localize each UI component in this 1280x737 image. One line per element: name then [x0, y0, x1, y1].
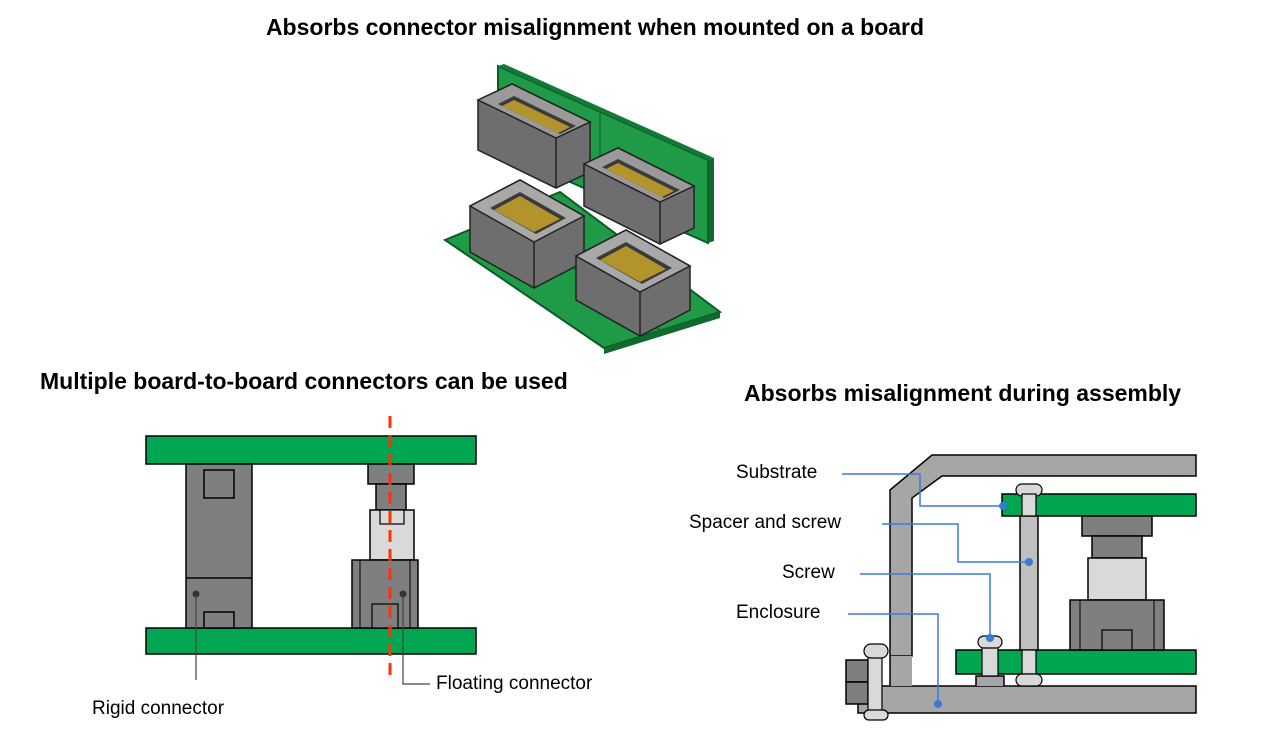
- screw-leader: [860, 573, 991, 638]
- spacer-and-screw-label: Spacer and screw: [689, 512, 842, 533]
- board-to-board-diagram: [145, 416, 477, 685]
- rigid-connector: [185, 463, 253, 629]
- left-section-title: Multiple board-to-board connectors can b…: [40, 368, 568, 394]
- substrate-label: Substrate: [736, 462, 818, 483]
- short-screw: [981, 645, 999, 677]
- assembly-floating-connector: [1069, 515, 1165, 651]
- connector-3d-illustration: [442, 64, 723, 354]
- vertical-connector-1: [476, 83, 592, 189]
- upper-board: [145, 435, 477, 465]
- spacer: [1019, 515, 1039, 651]
- substrate-leader: [842, 473, 1003, 507]
- rigid-connector-label: Rigid connector: [92, 698, 225, 719]
- enclosure-screw: [867, 655, 883, 715]
- lower-board: [145, 627, 477, 655]
- vertical-connector-2: [582, 147, 696, 245]
- spacer-leader: [882, 523, 1029, 563]
- main-title: Absorbs connector misalignment when moun…: [265, 14, 925, 40]
- floating-connector-label: Floating connector: [436, 673, 593, 694]
- right-section-title: Absorbs misalignment during assembly: [744, 380, 1182, 406]
- horizontal-connector-1: [468, 179, 586, 289]
- assembly-diagram: [842, 454, 1197, 721]
- enclosure-leader: [848, 613, 939, 704]
- enclosure-label: Enclosure: [736, 602, 821, 623]
- horizontal-connector-2: [574, 229, 692, 337]
- floating-connector: [351, 463, 419, 629]
- screw-label: Screw: [782, 562, 835, 583]
- floating-connector-leader: [402, 594, 430, 685]
